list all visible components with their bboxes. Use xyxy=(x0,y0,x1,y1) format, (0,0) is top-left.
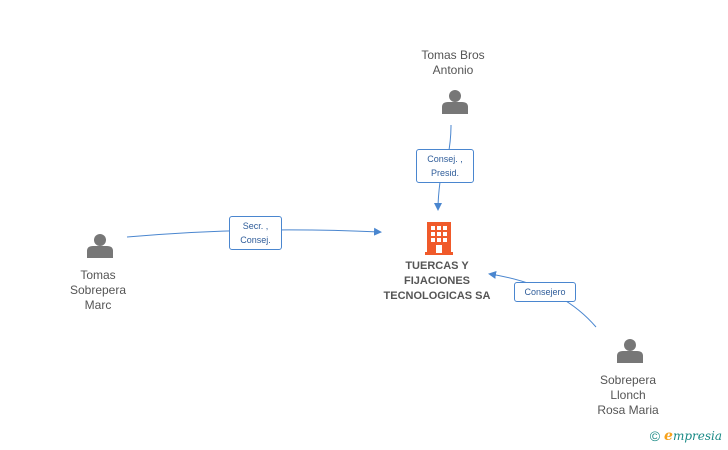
name-line: Tomas xyxy=(80,268,116,282)
company-name-line: TUERCAS Y xyxy=(405,260,469,272)
name-line: Antonio xyxy=(432,63,474,77)
edge-label-line: Presid. xyxy=(430,168,459,178)
name-line: Marc xyxy=(84,298,112,312)
copyright-icon: © xyxy=(649,428,661,444)
edge-label-sobrepera: Secr. , Consej. xyxy=(229,216,282,250)
person-label-bros[interactable]: Tomas Bros Antonio xyxy=(393,48,513,78)
person-icon[interactable] xyxy=(442,90,468,114)
name-line: Sobrepera xyxy=(69,283,127,297)
company-label[interactable]: TUERCAS Y FIJACIONES TECNOLOGICAS SA xyxy=(362,259,512,304)
company-name-line: FIJACIONES xyxy=(403,275,470,287)
name-line: Rosa Maria xyxy=(597,403,659,417)
person-icon[interactable] xyxy=(617,339,643,363)
edge-label-bros: Consej. , Presid. xyxy=(416,149,474,183)
edge-label-line: Consej. , xyxy=(427,154,463,164)
brand-rest: mpresia xyxy=(672,429,722,443)
name-line: Sobrepera xyxy=(599,373,657,387)
person-label-llonch[interactable]: Sobrepera Llonch Rosa Maria xyxy=(568,373,688,418)
person-icon[interactable] xyxy=(87,234,113,258)
name-line: Tomas Bros xyxy=(421,48,485,62)
edge-label-line: Consej. xyxy=(240,235,271,245)
edge-label-line: Consejero xyxy=(524,287,566,297)
footer-brand[interactable]: ©empresia xyxy=(650,428,722,444)
company-name-line: TECNOLOGICAS SA xyxy=(383,290,491,302)
building-icon[interactable] xyxy=(425,222,453,255)
edge-label-llonch: Consejero xyxy=(514,282,576,302)
person-label-sobrepera[interactable]: Tomas Sobrepera Marc xyxy=(38,268,158,313)
brand-logo: empresia xyxy=(664,428,722,444)
edge-label-line: Secr. , xyxy=(242,221,269,231)
name-line: Llonch xyxy=(610,388,646,402)
brand-initial: e xyxy=(664,428,673,444)
